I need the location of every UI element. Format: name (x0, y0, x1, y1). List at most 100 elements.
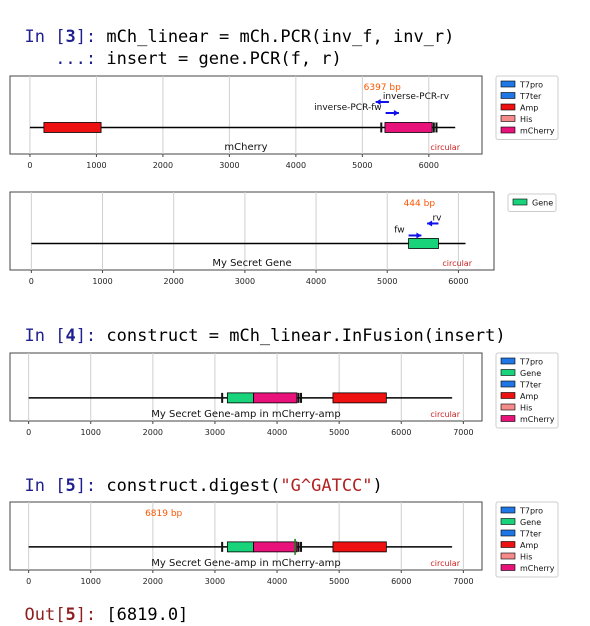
legend-swatch-t7pro (500, 357, 516, 365)
legend-label-his: His (520, 553, 532, 562)
legend-label-t7ter: T7ter (519, 92, 542, 101)
tick-label: 4000 (267, 428, 287, 437)
output-prompt: Out[ (24, 605, 66, 625)
tick-label: 2000 (143, 577, 163, 584)
tick-label: 1000 (92, 277, 112, 286)
output-value: [6819.0] (106, 605, 189, 625)
tick-label: 6000 (391, 577, 411, 584)
prompt-number: 5 (65, 476, 76, 496)
legend-swatch-t7ter (500, 92, 516, 99)
map-name-label: mCherry (224, 142, 267, 153)
output-prompt-close: ]: (75, 605, 107, 625)
prompt-number: 3 (65, 27, 76, 47)
input-prompt: In [ (24, 27, 66, 47)
feature-mcherry (384, 122, 433, 133)
tick-label: 2000 (164, 277, 184, 286)
legend-label-gene: Gene (520, 518, 541, 527)
feature-t7ter-marker (297, 392, 300, 403)
legend-swatch-t7pro (500, 506, 516, 514)
code-cell-4: In [4]: construct = mCh_linear.InFusion(… (4, 303, 506, 347)
feature-t7pro-marker (380, 122, 383, 133)
input-prompt-close: ]: (75, 476, 107, 496)
code-cell-5: In [5]: construct.digest("G^GATCC") (4, 453, 382, 497)
legend-label-t7pro: T7pro (519, 507, 543, 516)
tick-label: 7000 (453, 428, 473, 437)
plot-frame (9, 501, 483, 571)
legend-swatch-t7pro (500, 80, 516, 88)
legend-label-mcherry: mCherry (520, 127, 555, 136)
bp-length-label: 6397 bp (364, 83, 401, 93)
primer-arrow-head (427, 220, 433, 227)
tick-label: 5000 (329, 428, 349, 437)
output-cell-5: Out[5]: [6819.0] (4, 582, 188, 626)
feature-amp (43, 122, 102, 133)
tick-label: 1000 (81, 577, 101, 584)
primer-label: inverse-PCR-fw (314, 103, 381, 113)
plot-frame (9, 191, 495, 271)
primer-fw: fw (394, 225, 422, 239)
map-name-label: My Secret Gene-amp in mCherry-amp (151, 558, 340, 569)
legend-box (495, 75, 559, 140)
tick-label: 3000 (219, 161, 239, 168)
primer-arrow-head (375, 99, 381, 105)
legend-swatch-amp (500, 392, 516, 399)
legend-swatch-t7ter (500, 529, 516, 537)
tick-label: 3000 (235, 277, 255, 286)
code-line: construct = mCh_linear.InFusion(insert) (106, 326, 506, 346)
legend-swatch-t7ter (500, 380, 516, 388)
legend-label-t7ter: T7ter (519, 530, 542, 539)
tick-label: 5000 (352, 161, 372, 168)
legend-label-t7pro: T7pro (519, 81, 543, 90)
primer-label: rv (432, 213, 442, 223)
code-line: insert = gene.PCR(f, r) (106, 49, 342, 69)
tick-label: 3000 (205, 577, 225, 584)
code-cell-3-cont: ...: insert = gene.PCR(f, r) (4, 26, 342, 70)
plot-frame (9, 75, 483, 155)
tick-label: 5000 (377, 277, 397, 286)
primer-inverse-pcr-rv: inverse-PCR-rv (375, 92, 450, 105)
feature-t7ter-marker (435, 122, 438, 133)
legend-label-his: His (520, 404, 532, 413)
circular-label: circular (430, 143, 460, 152)
feature-t7ter-marker (432, 122, 435, 133)
input-prompt: In [ (24, 326, 66, 346)
tick-label: 6000 (448, 277, 468, 286)
tick-label: 6000 (391, 428, 411, 437)
legend-swatch-mcherry (500, 564, 516, 571)
tick-label: 5000 (329, 577, 349, 584)
legend-label-amp: Amp (520, 104, 538, 113)
legend-swatch-mcherry (500, 415, 516, 422)
legend-label-t7ter: T7ter (519, 381, 542, 390)
feature-t7ter-marker (300, 392, 303, 403)
tick-label: 0 (26, 428, 31, 437)
code-line: mCh_linear = mCh.PCR(inv_f, inv_r) (106, 27, 455, 47)
primer-label: inverse-PCR-rv (383, 92, 450, 102)
legend-swatch-amp (500, 541, 516, 548)
legend-swatch-mcherry (500, 126, 516, 134)
map-name-label: My Secret Gene-amp in mCherry-amp (151, 409, 340, 420)
legend-swatch-his (500, 115, 516, 122)
circular-label: circular (430, 559, 460, 568)
circular-label: circular (442, 259, 472, 268)
prompt-number: 4 (65, 326, 76, 346)
legend-label-mcherry: mCherry (520, 564, 555, 573)
input-prompt-close: ]: (75, 326, 107, 346)
legend-swatch-gene (512, 198, 528, 206)
tick-label: 1000 (86, 161, 106, 168)
tick-label: 6000 (419, 161, 439, 168)
feature-t7ter-marker (297, 541, 300, 552)
legend-box (507, 193, 557, 212)
legend-swatch-his (500, 403, 516, 411)
tick-label: 4000 (267, 577, 287, 584)
legend-label-his: His (520, 115, 532, 124)
output-number: 5 (65, 605, 76, 625)
bp-length-label: 444 bp (404, 199, 436, 209)
primer-inverse-pcr-fw: inverse-PCR-fw (314, 103, 399, 116)
map-name-label: My Secret Gene (212, 258, 291, 269)
continuation-prompt: ...: (24, 49, 107, 69)
legend-swatch-his (500, 552, 516, 560)
